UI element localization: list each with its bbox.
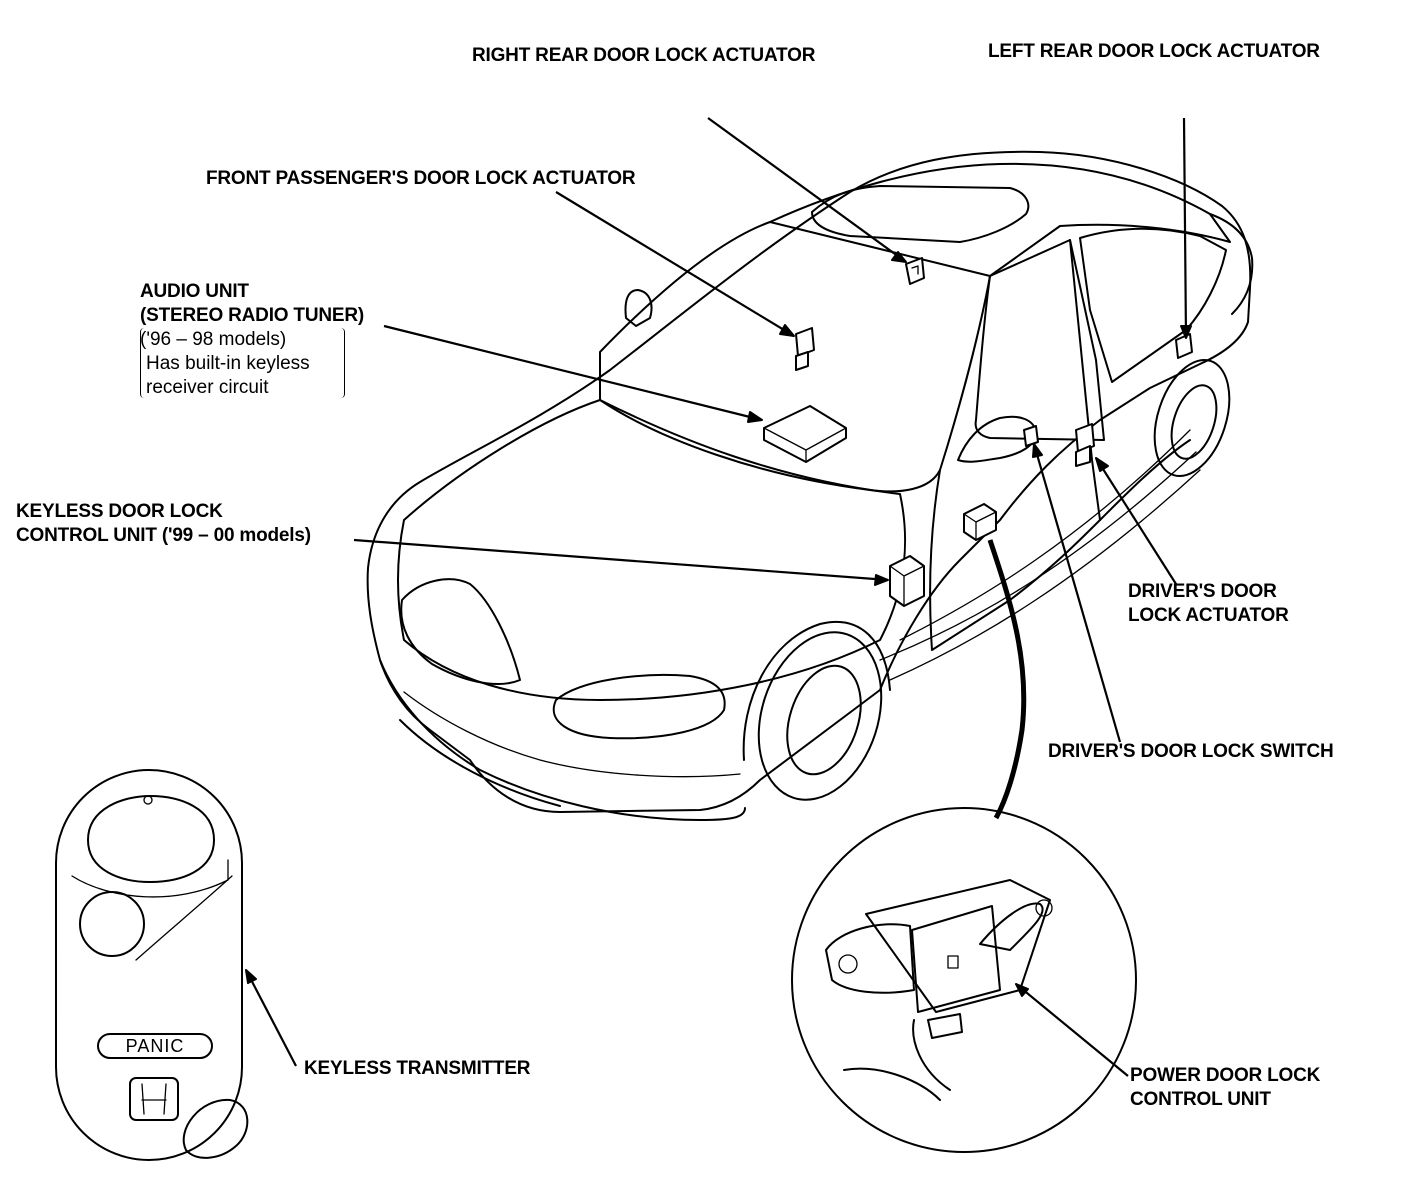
- inset-module-housing: [865, 879, 1051, 1013]
- leader-transmitter: [245, 969, 297, 1067]
- label-drivers-door-lock-switch: DRIVER'S DOOR LOCK SWITCH: [1048, 741, 1334, 762]
- right-rear-actuator-box: [905, 257, 925, 285]
- leader-lines: [245, 117, 1192, 1077]
- rear-wheel-hub: [1170, 384, 1218, 460]
- label-right-rear-door-lock-actuator: RIGHT REAR DOOR LOCK ACTUATOR: [472, 45, 816, 66]
- side-body-crease: [899, 429, 1191, 641]
- label-left-rear-door-lock-actuator: LEFT REAR DOOR LOCK ACTUATOR: [988, 41, 1320, 62]
- leader-audio-unit: [383, 324, 763, 422]
- rear-wheel: [1153, 358, 1231, 478]
- front-wheel-hub: [786, 664, 862, 776]
- label-keyless-transmitter: KEYLESS TRANSMITTER: [304, 1058, 531, 1079]
- power-unit-box-on-car: [963, 503, 997, 541]
- inset-tab: [927, 1013, 963, 1039]
- note-bracket-right: [340, 328, 345, 398]
- label-keyless-door-lock-control-unit: KEYLESS DOOR LOCK CONTROL UNIT ('99 – 00…: [16, 500, 311, 548]
- note-bracket-left: [140, 328, 145, 398]
- component-boxes: [763, 257, 1193, 607]
- inset-bolt-left: [838, 954, 858, 974]
- front-door-outline: [929, 469, 1101, 651]
- leader-left-rear: [1182, 117, 1188, 339]
- arrowhead-right-rear: [891, 251, 907, 263]
- audio-unit-title: AUDIO UNIT: [140, 281, 249, 302]
- fob-upper-button: [87, 795, 215, 883]
- hood: [397, 399, 907, 701]
- key-ring: [182, 1098, 249, 1159]
- front-side-window: [974, 239, 1105, 441]
- front-wheel: [757, 631, 883, 801]
- rear-side-window: [1079, 227, 1227, 383]
- drivers-actuator-line2: LOCK ACTUATOR: [1128, 605, 1289, 626]
- inset-module-face: [911, 905, 1001, 1013]
- keyless-control-unit-box: [889, 555, 925, 607]
- front-bumper: [379, 659, 746, 821]
- inset-bracket: [979, 902, 1044, 951]
- fob-panic-button: [97, 1033, 213, 1059]
- power-unit-line1: POWER DOOR LOCK: [1130, 1065, 1321, 1086]
- leader-drivers-actuator: [1095, 457, 1177, 585]
- keyless-control-line2: CONTROL UNIT ('99 – 00 models): [16, 525, 311, 546]
- front-grille: [400, 578, 521, 685]
- audio-unit-subtitle: (STEREO RADIO TUNER): [140, 305, 365, 326]
- front-wheel-arch: [742, 620, 891, 761]
- fob-led: [143, 795, 153, 805]
- audio-unit-note-line2: receiver circuit: [146, 377, 269, 398]
- rear-door-outline: [1099, 439, 1191, 521]
- power-unit-line2: CONTROL UNIT: [1130, 1089, 1271, 1110]
- honda-h-logo: [141, 1083, 167, 1115]
- headlight: [552, 674, 726, 740]
- leader-power-unit-on-car: [987, 539, 1027, 820]
- rear-deck: [1209, 213, 1254, 315]
- keyless-control-line1: KEYLESS DOOR LOCK: [16, 501, 223, 522]
- leader-keyless-control: [353, 538, 889, 582]
- roof-line: [769, 162, 1231, 277]
- leader-drivers-switch: [1032, 443, 1122, 743]
- inset-connector: [947, 955, 959, 969]
- audio-unit-models: ('96 – 98 models): [140, 329, 287, 350]
- car-body-outline: [366, 150, 1252, 813]
- leader-power-unit-detail: [1015, 983, 1129, 1077]
- panic-button-label: PANIC: [125, 1036, 185, 1056]
- b-pillar: [1069, 239, 1101, 521]
- drivers-actuator-line1: DRIVER'S DOOR: [1128, 581, 1277, 602]
- inset-harness: [843, 1019, 951, 1101]
- drivers-door-switch-box: [1023, 425, 1039, 447]
- label-power-door-lock-control-unit: POWER DOOR LOCK CONTROL UNIT: [1130, 1064, 1320, 1112]
- fob-body: [55, 769, 243, 1161]
- bumper-strip: [403, 691, 741, 778]
- honda-emblem-frame: [129, 1077, 179, 1121]
- power-door-lock-detail-inset: [791, 807, 1137, 1153]
- label-audio-unit: AUDIO UNIT (STEREO RADIO TUNER) ('96 – 9…: [140, 280, 365, 410]
- front-passenger-actuator-box: [795, 327, 815, 371]
- fob-lower-button: [79, 891, 145, 957]
- audio-unit-note-line1: Has built-in keyless: [146, 353, 310, 374]
- drivers-door-actuator-box: [1075, 423, 1095, 467]
- keyless-transmitter-illustration: [55, 769, 249, 1161]
- leader-right-rear: [707, 117, 907, 263]
- sunroof: [811, 185, 1030, 243]
- inset-mount-plate: [825, 923, 915, 994]
- fob-side-ridge: [135, 875, 233, 961]
- fob-upper-ridge: [71, 859, 229, 898]
- inset-bolt-right: [1035, 899, 1053, 917]
- audio-unit-box: [763, 405, 847, 463]
- left-rear-actuator-box: [1175, 333, 1193, 359]
- antenna: [624, 289, 653, 327]
- leader-front-passenger: [555, 191, 795, 337]
- label-drivers-door-lock-actuator: DRIVER'S DOOR LOCK ACTUATOR: [1128, 580, 1289, 628]
- label-front-passenger-door-lock-actuator: FRONT PASSENGER'S DOOR LOCK ACTUATOR: [206, 168, 636, 189]
- car-illustration: [366, 150, 1254, 821]
- inset-circle: [791, 807, 1137, 1153]
- side-molding: [879, 451, 1201, 681]
